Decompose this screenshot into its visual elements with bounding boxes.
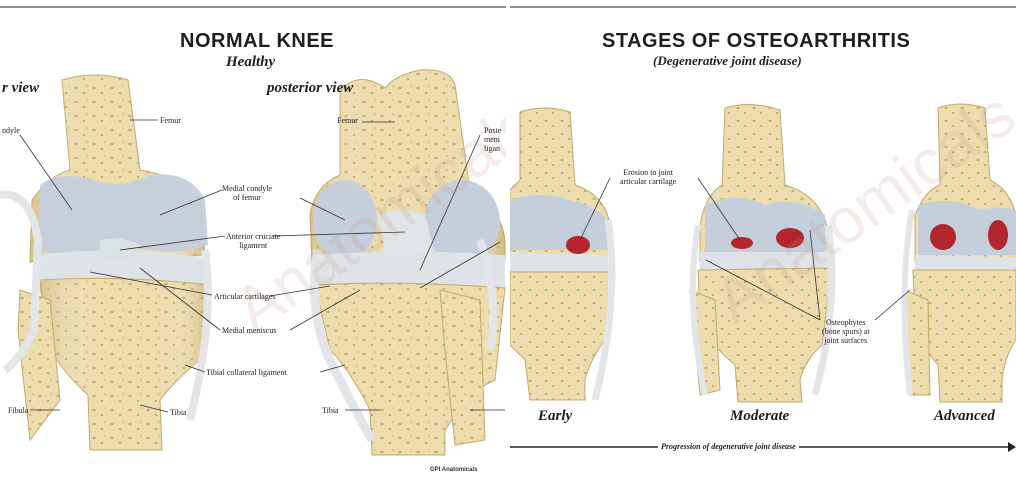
- label-medial-condyle: Medial condyle of femur: [222, 184, 272, 202]
- label-medial-meniscus: Medial meniscus: [222, 326, 276, 335]
- knee-moderate: [690, 104, 832, 402]
- stage-early: Early: [538, 408, 572, 425]
- stage-moderate: Moderate: [730, 408, 789, 425]
- label-femur-back: Femur: [337, 116, 358, 125]
- normal-knee-panel: Anatomicals NORMAL KNEE Healthy r view p…: [0, 0, 506, 487]
- footer-credit: GPI Anatomicals: [430, 467, 477, 473]
- stage-advanced: Advanced: [934, 408, 995, 425]
- label-tibial-collateral: Tibial collateral ligament: [206, 368, 287, 377]
- label-posterior-meniscal: Poste meni ligan: [484, 126, 501, 153]
- osteoarthritis-panel: Anatomicals STAGES OF OSTEOARTHRITIS (De…: [510, 0, 1016, 487]
- knee-advanced: [904, 104, 1016, 402]
- label-tibia-front: Tibia: [170, 408, 187, 417]
- page-subtitle: Healthy: [226, 54, 275, 71]
- anterior-knee: [0, 75, 212, 450]
- progression-caption: Progression of degenerative joint diseas…: [658, 442, 799, 451]
- label-fibula: Fibula: [8, 406, 28, 415]
- label-osteophytes: Osteophytes (bone spurs) at joint surfac…: [822, 318, 870, 345]
- label-femur-front: Femur: [160, 116, 181, 125]
- posterior-knee: [310, 70, 505, 455]
- posterior-view-heading: posterior view: [267, 80, 353, 97]
- label-articular-cartilages: Articular cartilages: [214, 292, 276, 301]
- page-title: STAGES OF OSTEOARTHRITIS: [602, 30, 910, 53]
- page-subtitle: (Degenerative joint disease): [653, 53, 802, 69]
- label-acl: Anterior cruciate ligament: [226, 232, 280, 250]
- anterior-view-heading: r view: [2, 80, 39, 97]
- label-erosion: Erosion to joint articular cartilage: [620, 168, 676, 186]
- knee-early: [510, 108, 612, 400]
- label-condyle: ndyle: [2, 126, 20, 135]
- page-title: NORMAL KNEE: [180, 30, 334, 53]
- label-tibia-back: Tibia: [322, 406, 339, 415]
